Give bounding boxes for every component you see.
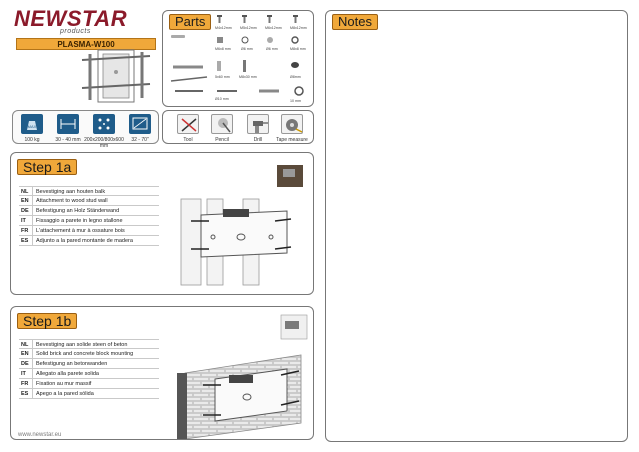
drill-label: Drill	[253, 137, 263, 143]
spec-weight-label: 100 kg	[24, 137, 40, 143]
tools-panel: Tool Pencil Drill Tape measure	[162, 110, 314, 144]
screen-size-icon	[129, 114, 151, 134]
part-label: M6x12mm	[265, 26, 282, 30]
tool-label: Tool	[183, 137, 193, 143]
notes-panel: Notes	[325, 10, 628, 442]
wall-mount-product-image	[81, 49, 151, 103]
part-label: M8x12mm	[290, 26, 307, 30]
notes-heading: Notes	[332, 14, 378, 30]
part-label: M6x8 mm	[215, 47, 231, 51]
model-badge: PLASMA-W100	[16, 38, 156, 50]
tape-measure-label: Tape measure	[276, 137, 308, 143]
drill-icon	[247, 114, 269, 134]
wall-distance-icon	[57, 114, 79, 134]
brand-name: NEWSTAR	[14, 6, 128, 31]
part-label: M4x12mm	[215, 26, 232, 30]
part-label: 5x60 mm	[215, 75, 230, 79]
part-label: M8x8 mm	[290, 47, 306, 51]
parts-illustration	[170, 15, 304, 96]
tape-measure-icon	[281, 114, 303, 134]
pencil-icon	[211, 114, 233, 134]
wood-stud-mount-diagram	[180, 165, 303, 286]
table-divider	[32, 339, 33, 399]
part-label: 10 mm	[290, 99, 301, 103]
part-label: Ø6 mm	[266, 47, 278, 51]
screwdriver-icon	[177, 114, 199, 134]
brick-wall-mount-diagram	[177, 314, 308, 439]
part-label: Ø6 mm	[241, 47, 253, 51]
step1a-heading: Step 1a	[17, 159, 78, 175]
parts-panel: Parts M4x12mm M5x12mm M6x12mm M8x12mm M6…	[162, 10, 314, 107]
step1b-heading: Step 1b	[17, 313, 78, 329]
parts-heading: Parts	[169, 14, 212, 30]
weight-icon: MAX	[21, 114, 43, 134]
weight-badge-text: MAX	[28, 124, 37, 129]
footer-url: www.newstar.eu	[18, 432, 62, 438]
table-divider	[32, 186, 33, 246]
brand-sub: products	[60, 28, 91, 35]
spec-vesa-label: 200x200/800x600 mm	[84, 137, 124, 149]
specs-strip: MAX 100 kg 30 - 40 mm 200x200/800x600 mm…	[12, 110, 159, 149]
newstar-logo: NEWSTAR products	[14, 6, 134, 36]
spec-screen-label: 32 - 70"	[131, 137, 149, 143]
vesa-pattern-icon	[93, 114, 115, 134]
part-label: Ø10 mm	[215, 97, 229, 101]
part-label: Ø8mm	[290, 75, 301, 79]
part-label: M5x12mm	[240, 26, 257, 30]
spec-distance-label: 30 - 40 mm	[55, 137, 81, 143]
bolt-row-top	[217, 15, 298, 23]
part-label: M8x30 mm	[239, 75, 257, 79]
pencil-label: Pencil	[215, 137, 229, 143]
